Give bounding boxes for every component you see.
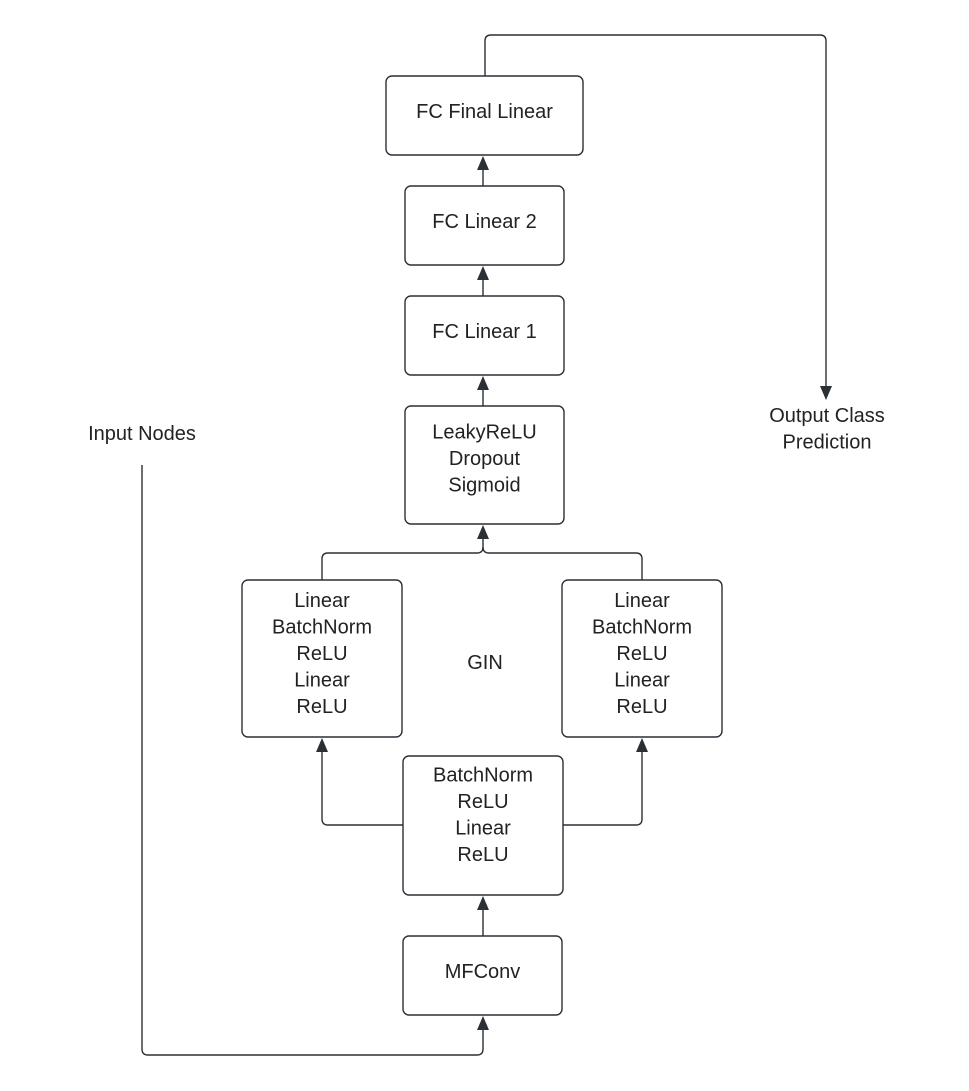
text-line: FC Linear 2: [432, 211, 537, 233]
text-line: ReLU: [616, 696, 667, 718]
text-line: MFConv: [445, 961, 521, 983]
edge-post-conv-to-left-mlp: [321, 752, 403, 826]
gin-left-mlp-box: [241, 579, 403, 738]
text-line: FC Linear 1: [432, 321, 537, 343]
arrowhead-fc-final: [477, 156, 489, 170]
fc-final-linear-box: [385, 75, 584, 156]
text-line: Linear: [294, 590, 350, 612]
text-line: ReLU: [457, 844, 508, 866]
arrowhead-mfconv: [477, 1016, 489, 1030]
text-line: Sigmoid: [448, 475, 520, 497]
text-line: BatchNorm: [433, 764, 533, 786]
fc-final-linear-text: FC Final Linear: [416, 101, 553, 123]
text-line: FC Final Linear: [416, 101, 553, 123]
fc-linear-2-box: [404, 185, 565, 266]
text-line: Output Class: [769, 405, 885, 427]
input-nodes-label: Input Nodes: [88, 423, 196, 445]
mfconv-box: [402, 935, 563, 1016]
arrowhead-activation: [477, 525, 489, 539]
connectors: [141, 34, 832, 1056]
arrowhead-fc2: [477, 266, 489, 280]
arrowhead-right-mlp: [636, 738, 648, 752]
edge-post-conv-to-right-mlp: [563, 752, 643, 826]
edge-right-mlp-merge: [482, 546, 643, 580]
text-line: ReLU: [296, 696, 347, 718]
fc-linear-2-text: FC Linear 2: [432, 211, 537, 233]
text-line: Linear: [614, 670, 670, 692]
text-line: ReLU: [457, 791, 508, 813]
fc-linear-1-text: FC Linear 1: [432, 321, 537, 343]
edge-input-to-mfconv: [141, 465, 484, 1056]
text-line: Dropout: [449, 448, 521, 470]
post-conv-block-box: [402, 755, 564, 896]
edge-left-mlp-merge: [321, 546, 484, 580]
fc-linear-1-box: [404, 295, 565, 376]
text-line: BatchNorm: [592, 617, 692, 639]
gin-right-mlp-box: [561, 579, 723, 738]
text-line: LeakyReLU: [432, 422, 537, 444]
activation-block-box: [404, 405, 565, 525]
arrowhead-fc1: [477, 376, 489, 390]
text-line: Linear: [614, 590, 670, 612]
arrowhead-post-conv: [477, 896, 489, 910]
text-line: Linear: [294, 670, 350, 692]
arrowhead-left-mlp: [316, 738, 328, 752]
text-line: ReLU: [616, 643, 667, 665]
text-line: BatchNorm: [272, 617, 372, 639]
text-line: ReLU: [296, 643, 347, 665]
edge-fc-final-to-output: [484, 34, 827, 386]
mfconv-text: MFConv: [445, 961, 521, 983]
text-line: Prediction: [783, 431, 872, 453]
arrowhead-output: [820, 386, 832, 400]
text-line: Linear: [455, 817, 511, 839]
nodes: FC Final Linear FC Linear 2 FC Linear 1 …: [241, 75, 723, 1016]
gin-label: GIN: [467, 652, 503, 674]
